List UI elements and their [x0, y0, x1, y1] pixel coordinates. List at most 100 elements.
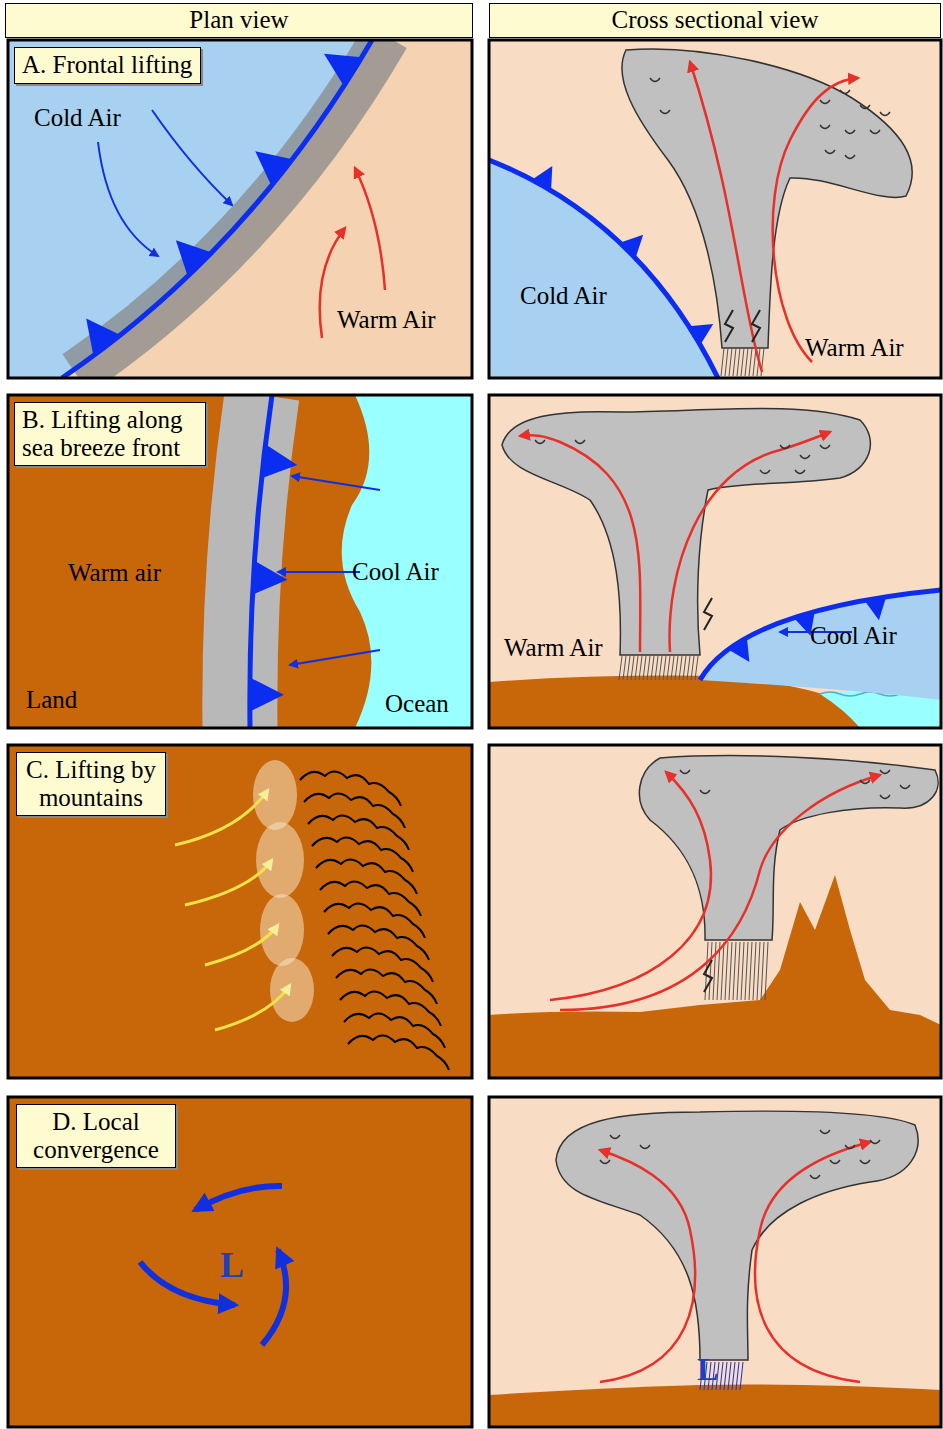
front-triangle: [255, 151, 292, 185]
cloud-mark: [820, 125, 830, 129]
front-triangle: [864, 597, 886, 621]
panel-title-box: C. Lifting by mountains: [16, 752, 166, 816]
header-box: Plan view: [5, 3, 473, 38]
rain-streak: [651, 656, 654, 680]
cloud-mark: [680, 770, 690, 774]
air-mass-label: Cool Air: [810, 622, 897, 650]
rain-streak: [729, 348, 732, 376]
cloud-mark: [810, 1175, 820, 1179]
cloud-mark: [760, 470, 770, 474]
rain-streak: [749, 348, 752, 376]
cloud-mark: [640, 1145, 650, 1149]
panel-title: C. Lifting by mountains: [24, 756, 158, 811]
rain-streak: [761, 942, 764, 1000]
air-mass-label: Warm Air: [504, 634, 603, 662]
rain-streak: [725, 348, 728, 376]
rain-streak: [683, 656, 686, 680]
rain-streak: [647, 656, 650, 680]
rain-streak: [736, 1362, 739, 1390]
rain-streak: [631, 656, 634, 680]
rain-streak: [687, 656, 690, 680]
header-box: Cross sectional view: [489, 3, 941, 38]
rain-streak: [720, 1362, 723, 1390]
cloud-mark: [650, 78, 660, 82]
rain-streak: [695, 656, 698, 680]
cloud-mark: [830, 1160, 840, 1164]
cloud-mark: [880, 112, 890, 116]
front-triangle: [728, 638, 749, 662]
air-mass-label: Ocean: [385, 690, 449, 718]
rain-streak: [737, 348, 740, 376]
cloud-mark: [825, 150, 835, 154]
front-triangle: [324, 54, 362, 86]
front-triangle: [262, 444, 298, 478]
front-triangle: [253, 561, 288, 595]
cloud-mark: [820, 445, 830, 449]
panel-title: D. Local convergence: [24, 1108, 168, 1163]
rain-streak: [643, 656, 646, 680]
rain-streak: [729, 942, 732, 1000]
rain-streak: [663, 656, 666, 680]
cloud-mark: [660, 110, 670, 114]
rain-streak: [725, 942, 728, 1000]
cloud-mark: [870, 130, 880, 134]
rain-streak: [745, 348, 748, 376]
rain-streak: [623, 656, 626, 680]
air-mass-label: Warm Air: [337, 306, 436, 334]
rain-streak: [749, 942, 752, 1000]
front-triangle: [689, 324, 714, 345]
rain-streak: [655, 656, 658, 680]
rain-streak: [639, 656, 642, 680]
cloud-mark: [575, 440, 585, 444]
cloud-mark: [860, 105, 870, 109]
rain-streak: [667, 656, 670, 680]
cloud-mark: [900, 785, 910, 789]
rain-streak: [733, 942, 736, 1000]
cloud-mark: [700, 790, 710, 794]
rain-streak: [753, 942, 756, 1000]
cloud-mark: [795, 470, 805, 474]
rain-streak: [728, 1362, 731, 1390]
rain-streak: [741, 942, 744, 1000]
panel-title-box: A. Frontal lifting: [14, 47, 201, 84]
header-text: Cross sectional view: [494, 6, 936, 34]
rain-streak: [733, 348, 736, 376]
low-pressure-symbol: L: [220, 1246, 244, 1286]
panel-title-box: B. Lifting along sea breeze front: [14, 402, 206, 466]
cloud-mark: [860, 1160, 870, 1164]
front-triangle: [250, 678, 284, 712]
cloud-mark: [840, 90, 850, 94]
cloud-mark: [880, 795, 890, 799]
front-triangle: [532, 166, 552, 191]
panel-title: B. Lifting along sea breeze front: [22, 406, 198, 461]
rain-streak: [635, 656, 638, 680]
rain-streak: [740, 1362, 743, 1390]
cloud-mark: [800, 455, 810, 459]
air-mass-label: Cool Air: [352, 558, 439, 586]
cloud-mark: [845, 155, 855, 159]
cloud-mark: [600, 1160, 610, 1164]
air-mass-label: Cold Air: [520, 282, 607, 310]
rain-streak: [721, 942, 724, 1000]
rain-streak: [671, 656, 674, 680]
air-mass-label: Warm air: [68, 559, 161, 587]
rain-streak: [627, 656, 630, 680]
front-triangle: [86, 318, 120, 355]
cloud-mark: [780, 445, 790, 449]
rain-streak: [741, 348, 744, 376]
panel-title: A. Frontal lifting: [22, 51, 193, 79]
cloud-mark: [820, 100, 830, 104]
cloud-mark: [845, 1145, 855, 1149]
air-mass-label: Cold Air: [34, 104, 121, 132]
cloud-mark: [860, 780, 870, 784]
rain-streak: [659, 656, 662, 680]
rain-streak: [732, 1362, 735, 1390]
rain-streak: [757, 942, 760, 1000]
rain-streak: [619, 656, 622, 680]
cloud-mark: [845, 130, 855, 134]
front-triangle: [176, 240, 212, 276]
front-triangle: [620, 235, 643, 258]
panel-title-box: D. Local convergence: [16, 1104, 176, 1168]
cloud-mark: [880, 770, 890, 774]
